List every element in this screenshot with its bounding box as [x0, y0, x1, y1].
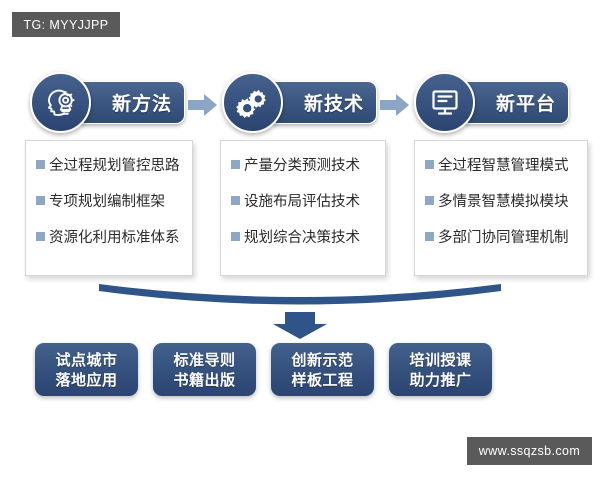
stage-title-label-1: 新方法 — [111, 94, 172, 115]
outcome-box-2[interactable]: 标准导则 书籍出版 — [153, 343, 256, 396]
list-item-label: 产量分类预测技术 — [244, 157, 360, 174]
bullet-icon — [231, 195, 240, 205]
stage-card-3: 全过程智慧管理模式 多情景智慧模拟模块 多部门协同管理机制 — [414, 140, 588, 276]
outcome-line-1: 标准导则 — [173, 350, 236, 369]
list-item: 全过程规划管控思路 — [36, 153, 182, 175]
stage-title-label-2: 新技术 — [303, 94, 364, 115]
bullet-icon — [36, 231, 45, 241]
stage-card-1: 全过程规划管控思路 专项规划编制框架 资源化利用标准体系 — [25, 140, 193, 276]
bullet-icon — [425, 231, 434, 241]
brain-lightbulb-icon — [30, 72, 91, 133]
stage-title-pill-1[interactable]: 新方法 — [76, 81, 185, 124]
gears-icon — [222, 72, 283, 133]
watermark-bottom-right: www.ssqzsb.com — [467, 437, 592, 465]
stage-title-label-3: 新平台 — [495, 94, 556, 115]
list-item: 资源化利用标准体系 — [36, 225, 182, 247]
stage-header-1[interactable]: 新方法 — [30, 72, 185, 134]
bullet-icon — [36, 159, 45, 169]
arrow-stage1-to-stage2-icon — [188, 94, 218, 116]
outcome-line-2: 样板工程 — [291, 370, 354, 389]
bullet-icon — [425, 195, 434, 205]
curved-band-down-arrow-icon — [95, 282, 505, 340]
stage-header-3[interactable]: 新平台 — [414, 72, 569, 134]
list-item: 多情景智慧模拟模块 — [425, 189, 577, 211]
list-item-label: 多情景智慧模拟模块 — [438, 193, 569, 210]
stage-title-pill-3[interactable]: 新平台 — [460, 81, 569, 124]
list-item-label: 全过程智慧管理模式 — [438, 157, 569, 174]
list-item: 多部门协同管理机制 — [425, 225, 577, 247]
outcome-box-1[interactable]: 试点城市 落地应用 — [35, 343, 138, 396]
list-item-label: 资源化利用标准体系 — [49, 229, 180, 246]
list-item: 设施布局评估技术 — [231, 189, 375, 211]
outcome-line-1: 培训授课 — [409, 350, 472, 369]
stage-card-2: 产量分类预测技术 设施布局评估技术 规划综合决策技术 — [220, 140, 386, 276]
outcome-box-3[interactable]: 创新示范 样板工程 — [271, 343, 374, 396]
list-item: 全过程智慧管理模式 — [425, 153, 577, 175]
bullet-icon — [425, 159, 434, 169]
list-item-label: 全过程规划管控思路 — [49, 157, 180, 174]
list-item: 产量分类预测技术 — [231, 153, 375, 175]
stage-header-2[interactable]: 新技术 — [222, 72, 377, 134]
list-item: 专项规划编制框架 — [36, 189, 182, 211]
bullet-icon — [231, 231, 240, 241]
bullet-icon — [36, 195, 45, 205]
watermark-top-left: TG: MYYJJPP — [12, 12, 120, 37]
list-item-label: 多部门协同管理机制 — [438, 229, 569, 246]
bullet-icon — [231, 159, 240, 169]
outcome-line-2: 落地应用 — [55, 370, 118, 389]
outcome-line-2: 书籍出版 — [173, 370, 236, 389]
outcome-box-4[interactable]: 培训授课 助力推广 — [389, 343, 492, 396]
outcome-line-1: 试点城市 — [55, 350, 118, 369]
monitor-icon — [414, 72, 475, 133]
list-item-label: 专项规划编制框架 — [49, 193, 165, 210]
arrow-stage2-to-stage3-icon — [380, 94, 410, 116]
stage-title-pill-2[interactable]: 新技术 — [268, 81, 377, 124]
outcome-line-1: 创新示范 — [291, 350, 354, 369]
outcome-line-2: 助力推广 — [409, 370, 472, 389]
list-item-label: 设施布局评估技术 — [244, 193, 360, 210]
stage-header-row: 新方法 新技术 — [0, 72, 600, 138]
list-item: 规划综合决策技术 — [231, 225, 375, 247]
list-item-label: 规划综合决策技术 — [244, 229, 360, 246]
